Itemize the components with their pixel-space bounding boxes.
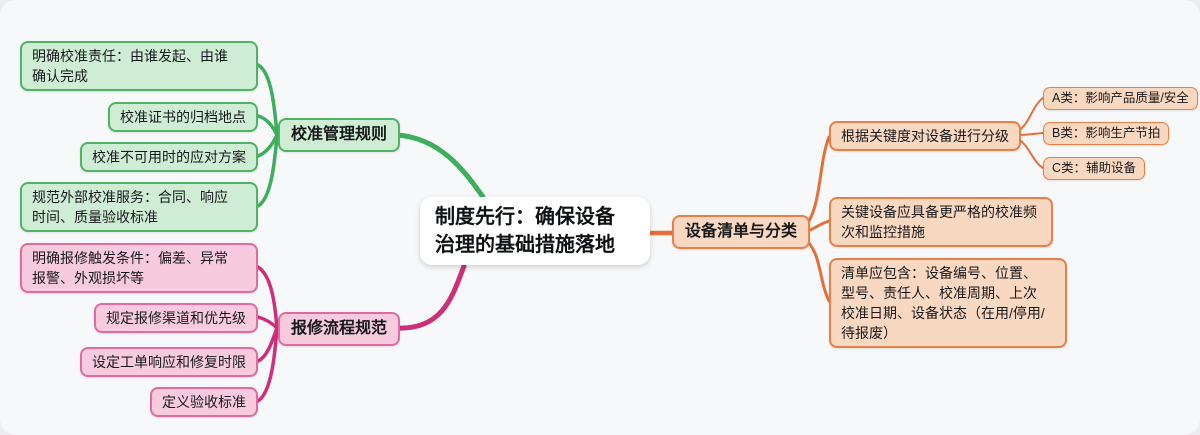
connector-inventory-child <box>801 135 831 231</box>
repair-child-4[interactable]: 定义验收标准 <box>150 387 258 417</box>
repair-child-1[interactable]: 明确报修触发条件：偏差、异常 报警、外观损坏等 <box>20 243 258 293</box>
inventory-child-2[interactable]: 关键设备应具备更严格的校准频 次和监控措施 <box>829 197 1053 247</box>
inventory-grandchild-class-b[interactable]: B类：影响生产节拍 <box>1043 122 1170 145</box>
connector-calibration-child <box>256 133 279 208</box>
inventory-child-3[interactable]: 清单应包含：设备编号、位置、 型号、责任人、校准周期、上次 校准日期、设备状态（… <box>829 258 1067 348</box>
calibration-child-2[interactable]: 校准证书的归档地点 <box>108 102 258 132</box>
repair-child-3[interactable]: 设定工单响应和修复时限 <box>80 347 258 377</box>
connector-calibration-child <box>256 114 279 137</box>
branch-label-inventory[interactable]: 设备清单与分类 <box>672 215 811 249</box>
connector-calibration-main <box>394 132 486 200</box>
inventory-child-1[interactable]: 根据关键度对设备进行分级 <box>829 121 1021 151</box>
connector-repair-child <box>256 326 279 403</box>
connector-repair-main <box>394 263 467 331</box>
branch-label-calibration[interactable]: 校准管理规则 <box>278 118 401 152</box>
calibration-child-3[interactable]: 校准不可用时的应对方案 <box>80 142 258 172</box>
calibration-child-1[interactable]: 明确校准责任：由谁发起、由谁 确认完成 <box>20 41 258 91</box>
connector-repair-child <box>256 265 279 330</box>
connector-repair-child <box>256 315 279 330</box>
inventory-grandchild-class-c[interactable]: C类：辅助设备 <box>1043 157 1146 180</box>
branch-label-repair[interactable]: 报修流程规范 <box>278 312 401 346</box>
connector-calibration-child <box>256 63 279 137</box>
repair-child-2[interactable]: 规定报修渠道和优先级 <box>94 303 258 333</box>
central-topic[interactable]: 制度先行：确保设备 治理的基础措施落地 <box>420 197 650 265</box>
inventory-grandchild-class-a[interactable]: A类：影响产品质量/安全 <box>1043 87 1198 110</box>
calibration-child-4[interactable]: 规范外部校准服务：合同、响应 时间、质量验收标准 <box>20 182 258 232</box>
